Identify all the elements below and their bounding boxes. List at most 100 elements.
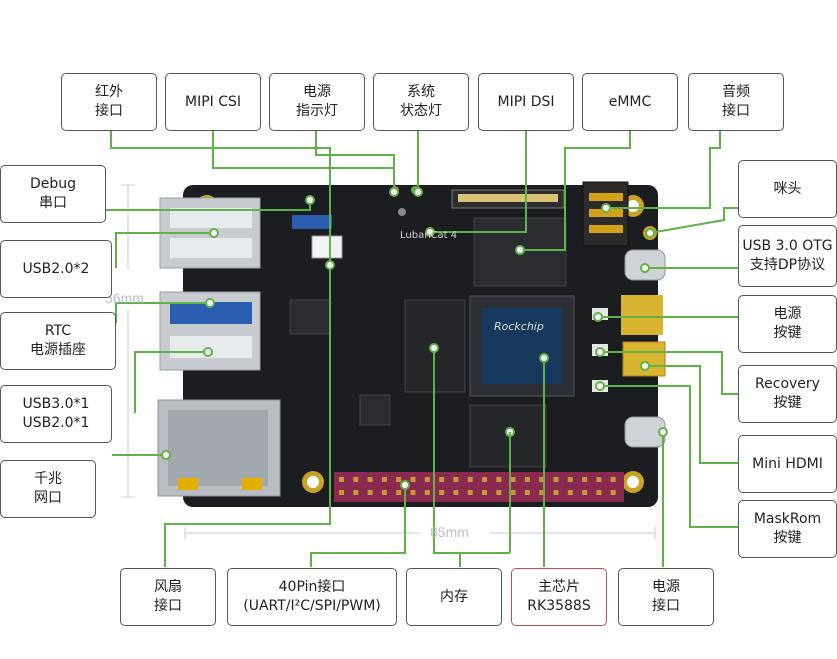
gpio-pin — [510, 477, 516, 482]
label-40pin: 40Pin接口 (UART/I²C/SPI/PWM) — [227, 568, 397, 626]
label-line: 千兆 — [34, 471, 62, 487]
label-line: Mini HDMI — [752, 455, 823, 472]
label-line: 主芯片 — [538, 579, 580, 595]
label-emmc: eMMC — [582, 73, 678, 131]
label-line: Debug — [29, 176, 77, 192]
gpio-pin — [567, 490, 573, 495]
gpio-pin — [553, 477, 559, 482]
gpio-pin — [339, 490, 344, 495]
gpio-pin — [539, 477, 545, 482]
gpio-pin — [539, 490, 545, 495]
label-line: (UART/I²C/SPI/PWM) — [243, 598, 381, 614]
gpio-pin — [367, 477, 373, 482]
label-mipi-dsi: MIPI DSI — [478, 73, 574, 131]
gpio-pin — [467, 477, 473, 482]
label-line: MaskRom — [753, 511, 822, 527]
label-line: eMMC — [608, 93, 652, 110]
label-line: MIPI CSI — [184, 93, 242, 110]
gpio-pin — [482, 477, 487, 482]
debug-header — [292, 215, 332, 229]
label-line: 电源插座 — [30, 342, 86, 358]
gpio-pin — [553, 490, 559, 495]
gpio-pin — [582, 477, 588, 482]
gpio-pin — [453, 477, 459, 482]
label-line: 40Pin接口 — [278, 579, 346, 595]
label-line: 状态灯 — [400, 103, 442, 119]
gpio-pin — [610, 477, 616, 482]
label-line: USB3.0*1 — [22, 396, 90, 412]
label-line: RK3588S — [527, 598, 591, 614]
label-mipi-csi: MIPI CSI — [165, 73, 261, 131]
label-line: 咪头 — [773, 180, 802, 197]
label-line: 电源 — [773, 306, 802, 322]
label-line: USB2.0*2 — [22, 260, 90, 277]
label-line: 电源 — [652, 579, 680, 595]
label-line: 按键 — [773, 530, 802, 546]
label-gigabit-ethernet: 千兆网口 — [0, 460, 96, 518]
label-soc: 主芯片 RK3588S — [511, 568, 607, 626]
label-line: 接口 — [154, 598, 182, 614]
mini-hdmi-port — [622, 341, 666, 377]
label-usb3-otg: USB 3.0 OTG 支持DP协议 — [738, 225, 837, 287]
label-power-input: 电源接口 — [618, 568, 714, 626]
gpio-pin — [467, 490, 473, 495]
label-power-led: 电源指示灯 — [269, 73, 365, 131]
label-line: 按键 — [773, 395, 802, 411]
label-line: MIPI DSI — [497, 93, 555, 110]
label-line: 红外 — [95, 84, 123, 100]
label-memory: 内存 — [406, 568, 502, 626]
gpio-pin — [510, 490, 516, 495]
label-line: 风扇 — [154, 579, 182, 595]
gpio-pin — [596, 477, 602, 482]
label-mic: 咪头 — [738, 160, 837, 218]
dimension-width: 85mm — [430, 524, 469, 540]
gpio-pin — [596, 490, 602, 495]
board-model-text: LubanCat 4 — [400, 230, 457, 241]
label-power-key: 电源按键 — [738, 295, 837, 353]
dimension-guides — [122, 184, 656, 539]
label-rtc: RTC 电源插座 — [0, 312, 116, 370]
gpio-pin — [496, 477, 502, 482]
gpio-pin — [381, 477, 387, 482]
leader-dots — [161, 187, 668, 490]
label-line: USB 3.0 OTG — [742, 238, 833, 254]
label-line: 电源 — [303, 84, 331, 100]
label-ir: 红外接口 — [61, 73, 157, 131]
gpio-pin — [610, 490, 616, 495]
label-line: 串口 — [39, 195, 67, 211]
label-line: 按键 — [773, 325, 802, 341]
label-usb2x2: USB2.0*2 — [0, 240, 112, 298]
gpio-pin — [439, 490, 445, 495]
gpio-pin — [524, 490, 530, 495]
label-mini-hdmi: Mini HDMI — [738, 435, 837, 493]
gpio-pin — [410, 490, 416, 495]
fan-header — [311, 235, 343, 259]
label-debug: Debug 串口 — [0, 165, 106, 223]
label-line: 音频 — [722, 84, 750, 100]
gpio-pin — [381, 490, 387, 495]
gpio-40pin-header — [334, 472, 624, 502]
gpio-pin — [453, 490, 459, 495]
gpio-pin — [367, 490, 373, 495]
label-line: 内存 — [440, 588, 468, 605]
label-line: Recovery — [755, 376, 820, 392]
label-line: USB2.0*1 — [22, 415, 90, 431]
label-fan: 风扇接口 — [120, 568, 216, 626]
label-recovery-key: Recovery 按键 — [738, 365, 837, 423]
gpio-pin — [353, 477, 359, 482]
label-audio: 音频接口 — [688, 73, 784, 131]
gpio-pin — [353, 490, 359, 495]
gpio-pin — [567, 477, 573, 482]
gpio-pin — [524, 477, 530, 482]
gpio-pin — [424, 490, 430, 495]
label-line: 指示灯 — [296, 103, 338, 119]
label-line: 支持DP协议 — [749, 257, 826, 273]
label-line: 网口 — [34, 490, 62, 506]
label-line: RTC — [44, 323, 72, 339]
gpio-pin — [396, 477, 402, 482]
gpio-pin — [582, 490, 588, 495]
leader-lines — [106, 131, 738, 567]
gpio-pin — [482, 490, 487, 495]
